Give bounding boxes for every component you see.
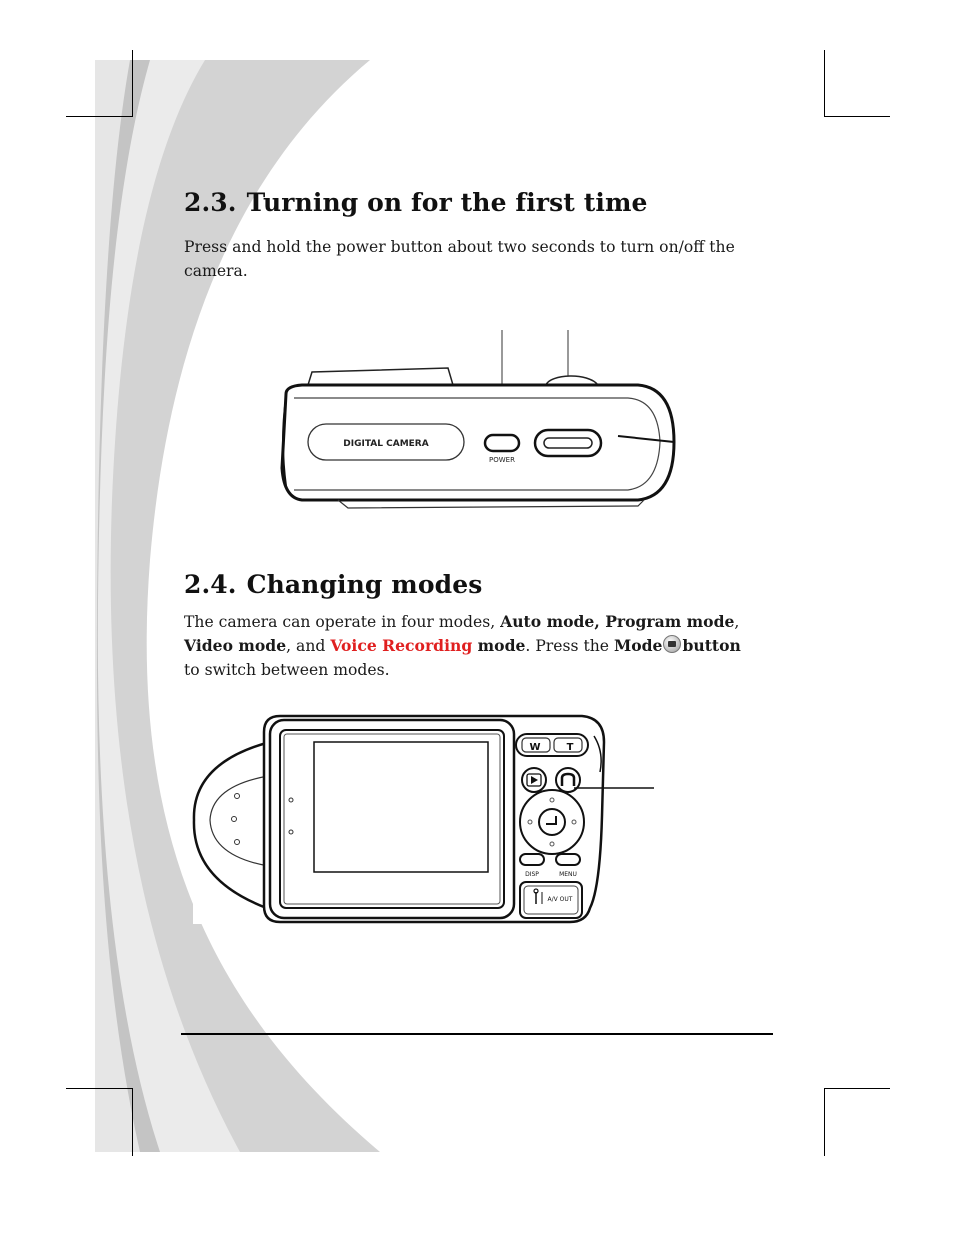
camera-back-view-figure: W T DISP MENU A/V OUT — [192, 712, 660, 924]
crop-mark — [132, 1088, 133, 1156]
text-run: to switch between modes. — [184, 661, 390, 679]
section-heading-2-4: 2.4. Changing modes — [184, 570, 482, 599]
zoom-t-label: T — [567, 742, 574, 753]
program-mode-term: Program mode — [605, 612, 735, 631]
footer-rule — [181, 1033, 773, 1035]
section-title: Changing modes — [246, 570, 483, 599]
av-out-label: A/V OUT — [548, 896, 573, 903]
voice-recording-term: Voice Recording — [330, 636, 473, 655]
body-label: DIGITAL CAMERA — [343, 439, 428, 449]
text-run: , — [594, 612, 606, 631]
auto-mode-term: Auto mode — [500, 612, 595, 631]
mode-button-term: Mode — [613, 636, 663, 655]
mode-button-icon — [663, 635, 682, 653]
crop-mark — [824, 1088, 825, 1156]
menu-label: MENU — [559, 871, 577, 878]
crop-mark — [824, 1088, 890, 1089]
crop-mark — [66, 1088, 133, 1089]
text-run: , — [734, 613, 740, 631]
crop-mark — [66, 116, 133, 117]
section-body: The camera can operate in four modes, Au… — [184, 610, 774, 682]
text-run: mode — [472, 636, 526, 655]
text-run: , and — [286, 637, 331, 655]
power-label: POWER — [489, 456, 515, 464]
section-number: 2.4. — [184, 570, 237, 599]
section-heading-2-3: 2.3. Turning on for the first time — [184, 188, 648, 217]
section-body: Press and hold the power button about tw… — [184, 238, 735, 280]
section-title: Turning on for the first time — [246, 188, 648, 217]
camera-top-view-figure: DIGITAL CAMERA POWER — [280, 330, 676, 509]
crop-mark — [824, 116, 890, 117]
text-run: The camera can operate in four modes, — [184, 613, 501, 631]
section-number: 2.3. — [184, 188, 237, 217]
video-mode-term: Video mode — [184, 636, 287, 655]
disp-label: DISP — [525, 871, 539, 878]
text-run: . Press the — [525, 637, 614, 655]
text-run: button — [682, 636, 741, 655]
crop-mark — [132, 50, 133, 116]
crop-mark — [824, 50, 825, 116]
zoom-w-label: W — [529, 742, 540, 753]
